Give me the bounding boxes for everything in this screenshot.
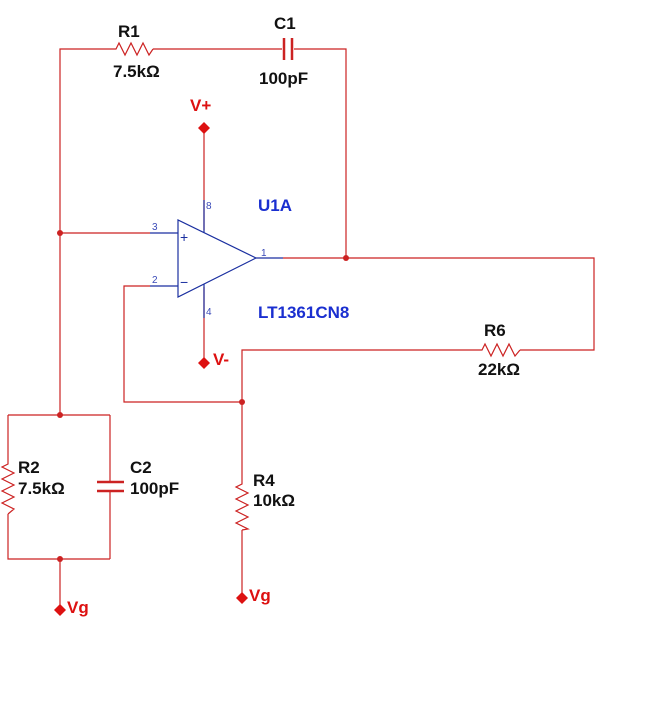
resistor-r1[interactable]: R1 7.5kΩ [112, 22, 160, 81]
ground-right-diamond-icon [236, 592, 248, 604]
vpos-rail[interactable]: V+ [190, 96, 211, 134]
opamp-triangle [177, 219, 258, 298]
pin3-number: 3 [152, 222, 158, 233]
vpos-diamond-icon [198, 122, 210, 134]
r2-ref-label: R2 [18, 458, 40, 477]
junction-noninv [57, 230, 63, 236]
opamp-ref-label: U1A [258, 196, 292, 215]
c1-value-label: 100pF [259, 69, 308, 88]
r6-value-label: 22kΩ [478, 360, 520, 379]
resistor-r4[interactable]: R4 10kΩ [234, 471, 295, 531]
resistor-r2-symbol [0, 460, 16, 515]
ground-right-label: Vg [249, 586, 271, 605]
resistor-r1-symbol [112, 41, 154, 57]
r4-value-label: 10kΩ [253, 491, 295, 510]
capacitor-c2[interactable]: C2 100pF [97, 458, 179, 498]
vpos-label: V+ [190, 96, 211, 115]
resistor-r6-symbol [478, 342, 521, 358]
junction-output [343, 255, 349, 261]
noninverting-sign: + [180, 229, 188, 245]
inverting-sign: − [180, 274, 188, 290]
c2-value-label: 100pF [130, 479, 179, 498]
wire-output-r6 [283, 257, 595, 351]
wire-r6-r4 [241, 349, 478, 480]
wire-inv-input [123, 285, 242, 403]
wire-c1-output [294, 48, 347, 258]
junction-rc-bottom [57, 556, 63, 562]
junction-inv-node [239, 399, 245, 405]
wire-rc-bottom [7, 514, 110, 560]
junctions [57, 230, 349, 562]
opamp-part-label: LT1361CN8 [258, 303, 349, 322]
vneg-rail[interactable]: V- [198, 350, 229, 369]
r4-ref-label: R4 [253, 471, 275, 490]
pin2-number: 2 [152, 275, 158, 286]
capacitor-c1[interactable]: C1 100pF [259, 14, 308, 88]
vneg-diamond-icon [198, 357, 210, 369]
r2-value-label: 7.5kΩ [18, 479, 65, 498]
c1-ref-label: C1 [274, 14, 296, 33]
pin4-number: 4 [206, 307, 212, 318]
resistor-r6[interactable]: R6 22kΩ [478, 321, 521, 379]
pin1-number: 1 [261, 248, 267, 259]
ground-left-label: Vg [67, 598, 89, 617]
ground-right[interactable]: Vg [236, 586, 271, 605]
junction-rc-top [57, 412, 63, 418]
r6-ref-label: R6 [484, 321, 506, 340]
resistor-r2[interactable]: R2 7.5kΩ [0, 458, 65, 515]
wires [7, 48, 595, 610]
opamp-u1a[interactable]: 3 2 1 8 4 + − U1A LT1361CN8 [150, 196, 349, 322]
ground-left[interactable]: Vg [54, 598, 89, 617]
ground-left-diamond-icon [54, 604, 66, 616]
resistor-r4-symbol [234, 480, 250, 531]
pin8-number: 8 [206, 201, 212, 212]
wire-left-vertical [59, 48, 112, 415]
vneg-label: V- [213, 350, 229, 369]
r1-ref-label: R1 [118, 22, 140, 41]
c2-ref-label: C2 [130, 458, 152, 477]
r1-value-label: 7.5kΩ [113, 62, 160, 81]
